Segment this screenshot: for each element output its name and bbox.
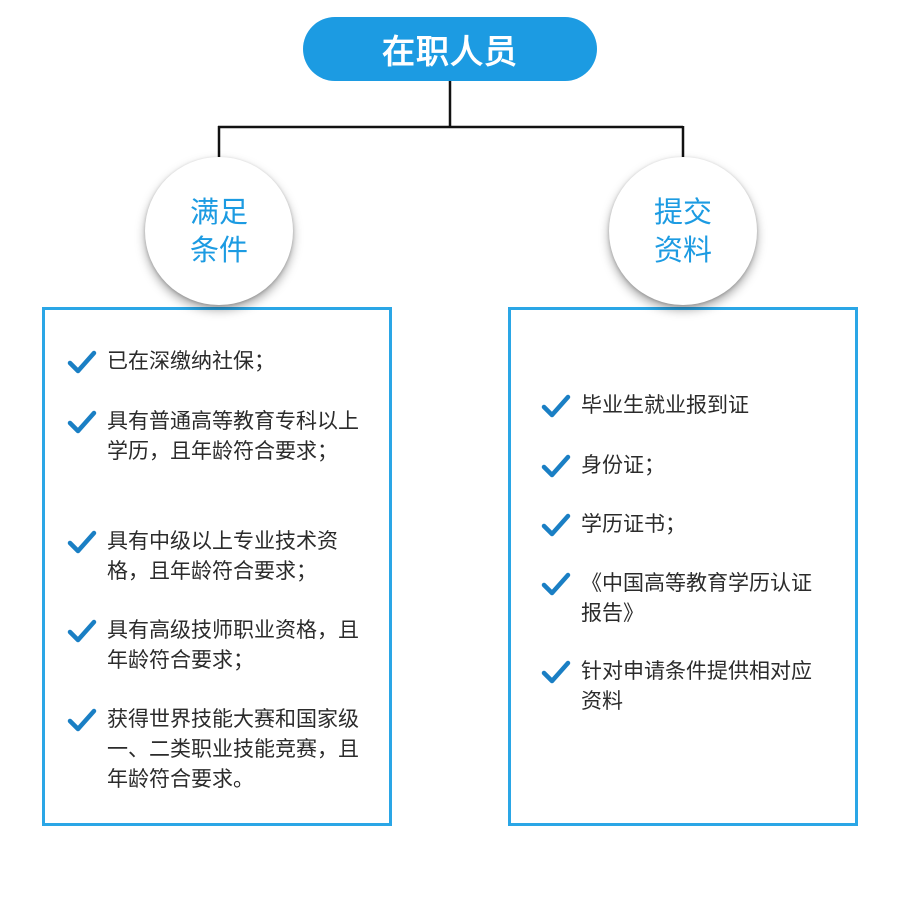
branch-label-line2: 条件 — [189, 233, 248, 267]
materials-panel: 毕业生就业报到证 身份证； 学历证书； 《中国高等教育学历认证报告》 针对申请条… — [508, 307, 858, 826]
check-icon — [541, 394, 571, 418]
branch-label-line2: 资料 — [653, 233, 712, 267]
branch-label-line1: 满足 — [189, 195, 248, 229]
list-item: 获得世界技能大赛和国家级一、二类职业技能竞赛，且年龄符合要求。 — [67, 704, 377, 794]
check-icon — [67, 350, 97, 374]
list-item: 具有高级技师职业资格，且年龄符合要求； — [67, 615, 377, 675]
list-item: 毕业生就业报到证 — [541, 390, 841, 420]
condition-text: 具有高级技师职业资格，且年龄符合要求； — [107, 618, 359, 672]
branch-label-line1: 提交 — [653, 195, 712, 229]
check-icon — [67, 410, 97, 434]
root-title-label: 在职人员 — [382, 32, 518, 71]
material-text: 《中国高等教育学历认证报告》 — [581, 571, 812, 625]
check-icon — [67, 619, 97, 643]
check-icon — [541, 454, 571, 478]
branch-node-conditions: 满足 条件 — [145, 157, 293, 305]
material-text: 身份证； — [581, 453, 665, 477]
list-item: 身份证； — [541, 450, 841, 480]
list-item: 具有普通高等教育专科以上学历，且年龄符合要求； — [67, 406, 377, 466]
condition-text: 具有普通高等教育专科以上学历，且年龄符合要求； — [107, 409, 359, 463]
condition-text: 获得世界技能大赛和国家级一、二类职业技能竞赛，且年龄符合要求。 — [107, 707, 359, 791]
condition-text: 具有中级以上专业技术资格，且年龄符合要求； — [107, 529, 338, 583]
list-item: 已在深缴纳社保； — [67, 346, 377, 376]
check-icon — [541, 513, 571, 537]
check-icon — [541, 572, 571, 596]
list-item: 《中国高等教育学历认证报告》 — [541, 568, 841, 628]
check-icon — [541, 660, 571, 684]
list-item: 学历证书； — [541, 509, 841, 539]
root-title: 在职人员 — [303, 17, 597, 81]
condition-text: 已在深缴纳社保； — [107, 349, 275, 373]
branch-node-materials: 提交 资料 — [609, 157, 757, 305]
check-icon — [67, 708, 97, 732]
conditions-panel: 已在深缴纳社保； 具有普通高等教育专科以上学历，且年龄符合要求； 具有中级以上专… — [42, 307, 392, 826]
list-item: 针对申请条件提供相对应资料 — [541, 656, 841, 716]
material-text: 学历证书； — [581, 512, 686, 536]
list-item: 具有中级以上专业技术资格，且年龄符合要求； — [67, 526, 377, 586]
check-icon — [67, 530, 97, 554]
material-text: 毕业生就业报到证 — [581, 393, 749, 417]
material-text: 针对申请条件提供相对应资料 — [581, 659, 812, 713]
